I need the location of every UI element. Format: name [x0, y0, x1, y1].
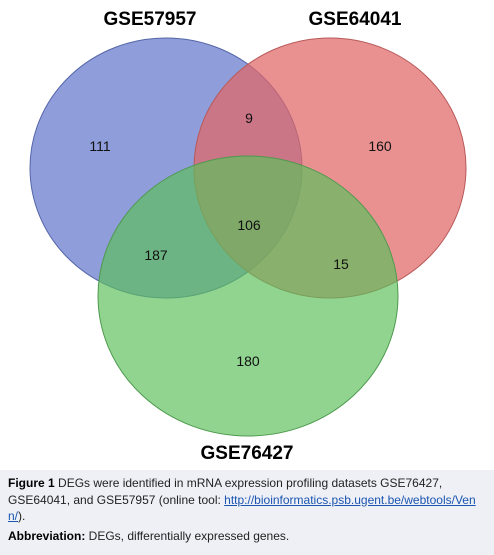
- abbreviation-paragraph: Abbreviation: DEGs, differentially expre…: [8, 528, 486, 545]
- region-count-gse64041-gse76427: 15: [333, 256, 349, 272]
- region-count-only-gse64041: 160: [368, 138, 392, 154]
- region-count-only-gse76427: 180: [236, 353, 260, 369]
- caption-text: DEGs were identified in mRNA expression …: [8, 476, 443, 507]
- set-label-gse64041: GSE64041: [309, 9, 402, 30]
- figure-caption: Figure 1 DEGs were identified in mRNA ex…: [0, 470, 494, 555]
- venn-tool-link[interactable]: http://bioinformatics.psb.ugent.be/webto…: [8, 492, 476, 524]
- venn-diagram: GSE57957 GSE64041 GSE76427 111 9 160 106…: [29, 9, 467, 464]
- figure-label: Figure 1: [8, 476, 55, 490]
- region-count-all-three: 106: [237, 217, 261, 233]
- abbreviation-text: DEGs, differentially expressed genes.: [85, 528, 290, 543]
- region-count-gse57957-gse64041: 9: [245, 110, 253, 126]
- caption-paragraph: Figure 1 DEGs were identified in mRNA ex…: [8, 475, 486, 525]
- region-count-gse57957-gse76427: 187: [144, 247, 168, 263]
- abbreviation-label: Abbreviation:: [8, 528, 86, 543]
- region-count-only-gse57957: 111: [89, 138, 110, 154]
- set-label-gse57957: GSE57957: [104, 9, 197, 30]
- set-circle-gse76427: [97, 155, 399, 437]
- set-label-gse76427: GSE76427: [201, 443, 294, 464]
- caption-text-end: ).: [18, 509, 26, 523]
